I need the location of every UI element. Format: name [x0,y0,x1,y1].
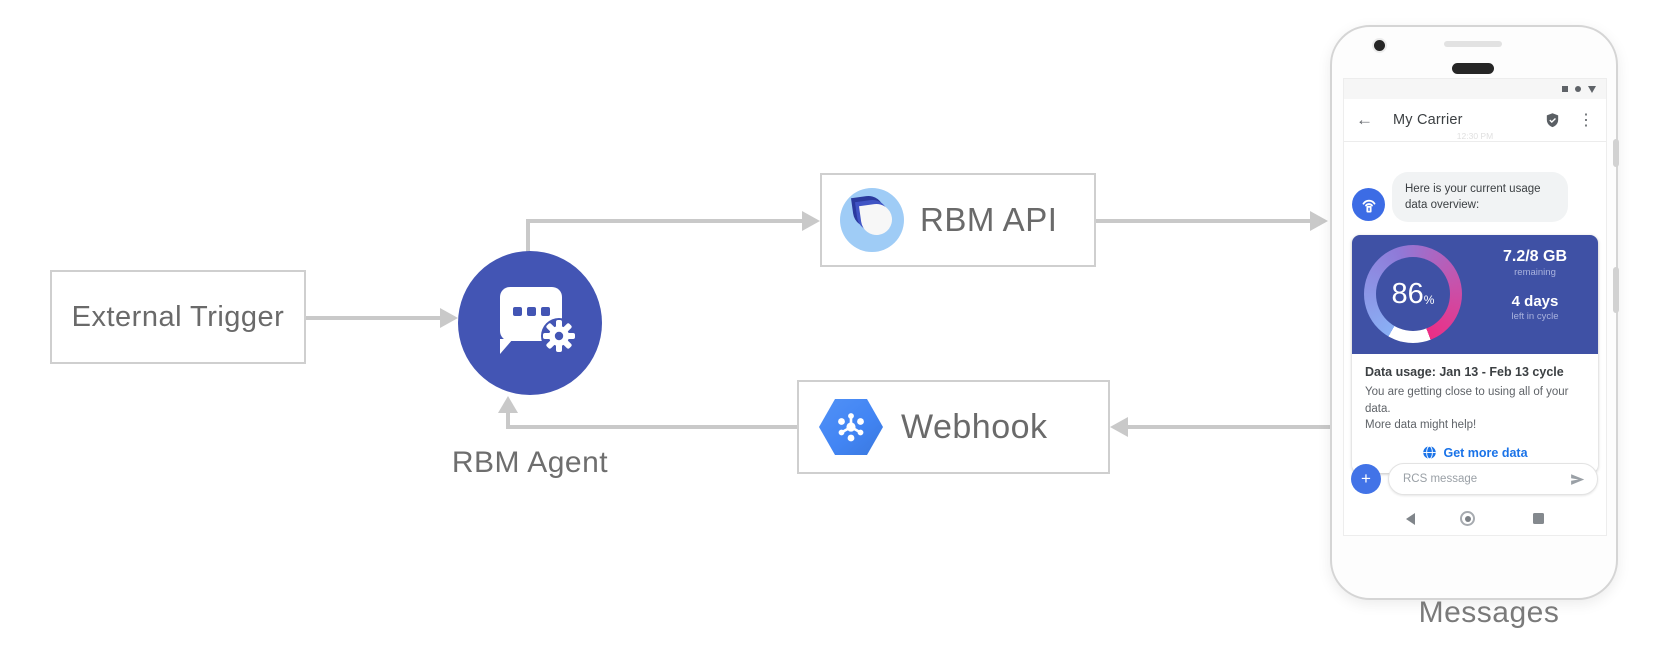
arrowhead-agent-to-api [802,211,820,231]
external-trigger-node: External Trigger [50,270,306,364]
gear-icon [541,318,577,354]
arrow-agent-to-api-vertical [526,221,530,253]
usage-stats: 7.2/8 GB remaining 4 days left in cycle [1478,235,1592,354]
phone-mockup: ← My Carrier ⋮ 12:30 PM [1330,25,1619,600]
arrowhead-phone-to-webhook [1110,417,1128,437]
attach-plus-button[interactable]: + [1351,464,1381,494]
arrow-phone-to-webhook [1128,425,1330,429]
phone-screen: ← My Carrier ⋮ 12:30 PM [1343,78,1607,536]
rbm-api-label: RBM API [920,201,1058,238]
front-camera [1374,40,1385,51]
rbm-api-logo-icon [840,188,904,252]
webhook-hexagon-icon [819,399,883,455]
usage-card-text-line2: More data might help! [1365,419,1477,432]
messages-caption: Messages [1418,596,1560,629]
volume-button [1613,267,1619,313]
nav-back-button[interactable] [1406,513,1415,525]
arrow-webhook-to-agent-horizontal [506,425,797,429]
compose-bar [1388,463,1598,495]
arrow-trigger-to-agent [306,316,440,320]
usage-gauge: 86 % [1364,245,1462,343]
status-square-icon [1562,86,1568,92]
status-triangle-icon [1588,85,1596,93]
arrowhead-api-to-phone [1310,211,1328,231]
back-arrow-icon[interactable]: ← [1356,110,1373,129]
chat-dots-icon [500,307,562,316]
external-trigger-label: External Trigger [71,300,285,333]
chat-area: Here is your current usage data overview… [1344,142,1606,534]
antenna-icon [1362,199,1375,213]
conversation-title: My Carrier [1393,112,1463,128]
arrowhead-webhook-to-agent [498,396,518,413]
usage-percent-unit: % [1423,293,1435,307]
arrowhead-trigger-to-agent [440,308,458,328]
get-more-data-link[interactable]: Get more data [1365,445,1585,460]
agent-message-bubble: Here is your current usage data overview… [1392,172,1568,223]
status-bar [1344,79,1606,99]
usage-card-title: Data usage: Jan 13 - Feb 13 cycle [1365,365,1564,379]
earpiece [1452,63,1494,74]
rbm-agent-label: RBM Agent [451,446,609,479]
agent-avatar [1352,188,1385,221]
days-caption: left in cycle [1511,311,1559,322]
rbm-agent-node [458,251,602,395]
get-more-data-label: Get more data [1443,445,1528,460]
quota-value: 7.2/8 GB [1502,248,1568,265]
usage-percent: 86 [1391,277,1424,310]
chat-bubble-tail [500,339,513,354]
webhook-label: Webhook [901,407,1048,446]
usage-rich-card: 86 % 7.2/8 GB remaining 4 days left in c… [1352,235,1598,474]
usage-card-text-line1: You are getting close to using all of yo… [1365,386,1569,415]
rbm-api-node: RBM API [820,173,1096,267]
timestamp-faint: 12:30 PM [1456,131,1494,141]
power-button [1613,139,1619,167]
rcs-message-input[interactable] [1403,473,1569,485]
quota-caption: remaining [1514,267,1556,278]
status-circle-icon [1575,86,1581,92]
arrow-api-to-phone [1096,219,1310,223]
usage-card-body: Data usage: Jan 13 - Feb 13 cycle You ar… [1352,354,1598,473]
nav-recents-button[interactable] [1533,513,1544,524]
arrow-agent-to-api-horizontal [526,219,802,223]
app-bar: ← My Carrier ⋮ 12:30 PM [1344,99,1606,142]
days-value: 4 days [1511,293,1559,310]
send-icon[interactable] [1569,471,1586,488]
overflow-menu-icon[interactable]: ⋮ [1578,112,1594,129]
speaker-slot [1444,41,1502,47]
nav-home-button[interactable] [1460,511,1475,526]
usage-card-text: You are getting close to using all of yo… [1365,384,1585,434]
arrow-webhook-to-agent-vertical [506,413,510,429]
verified-shield-icon [1546,112,1559,127]
usage-card-header: 86 % 7.2/8 GB remaining 4 days left in c… [1352,235,1598,354]
globe-icon [1423,445,1437,460]
webhook-node: Webhook [797,380,1110,474]
